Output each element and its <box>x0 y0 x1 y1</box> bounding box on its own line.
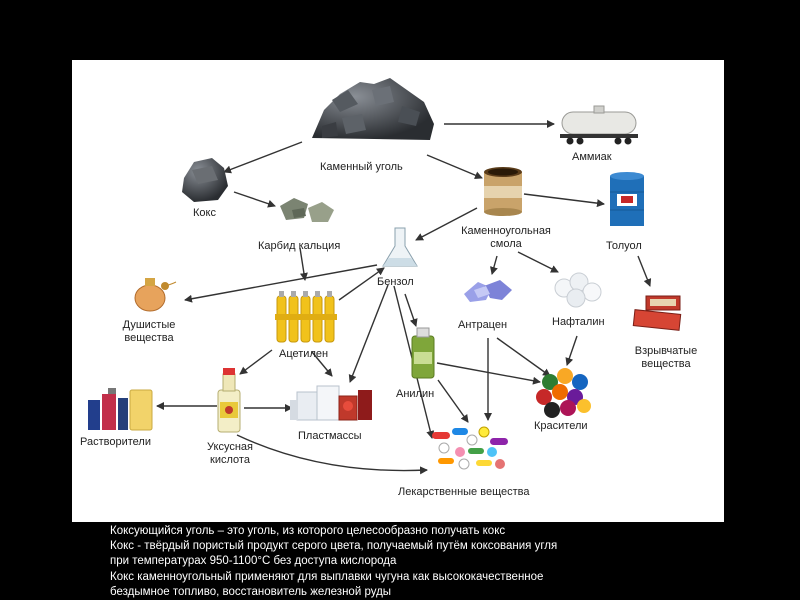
label-naphthalene: Нафталин <box>552 316 605 328</box>
arrow-acetylene-benzene <box>338 267 385 301</box>
arrow-coal-tar <box>426 154 483 179</box>
explosives-image <box>632 295 682 331</box>
diagram-canvas <box>88 78 682 475</box>
arrows <box>156 120 652 475</box>
arrow-benzene-perfume <box>184 264 378 303</box>
caption-line: Коксующийся уголь – это уголь, из которо… <box>110 525 506 537</box>
label-dyes: Красители <box>534 420 588 432</box>
label-plastics: Пластмассы <box>298 430 362 442</box>
arrow-anthracene-dyes <box>496 337 551 377</box>
label-acetylene: Ацетилен <box>279 348 329 360</box>
arrow-tar-benzene <box>415 207 478 241</box>
acetylene-cylinders-image <box>275 291 337 343</box>
label-acetic-acid: Уксусная кислота <box>207 441 253 466</box>
flask-image <box>382 227 418 267</box>
arrow-tar-toluene <box>523 193 605 208</box>
naphthalene-image <box>554 272 602 308</box>
aniline-bottle-image <box>411 327 435 379</box>
arrow-carbide-acetylene <box>299 247 308 281</box>
caption-line: Кокс каменноугольный применяют для выпла… <box>110 570 544 583</box>
dyes-image <box>536 368 591 418</box>
label-benzene: Бензол <box>377 276 414 288</box>
arrow-benzene-plastics <box>348 284 389 383</box>
coke-image <box>182 158 228 202</box>
arrow-naphthalene-dyes <box>565 335 578 366</box>
label-toluene: Толуол <box>606 240 642 252</box>
caption-line: Кокс - твёрдый пористый продукт серого ц… <box>110 540 558 553</box>
arrow-aniline-dyes <box>436 362 541 385</box>
caption-text: Коксующийся уголь – это уголь, из которо… <box>110 524 730 600</box>
arrow-tar-anthracene <box>490 255 498 275</box>
arrow-coal-coke <box>223 141 303 174</box>
solvents-image <box>88 388 153 431</box>
diagram-panel: Каменный уголь Аммиак Кокс Каменноугольн… <box>72 60 724 522</box>
label-aniline: Анилин <box>396 388 435 400</box>
label-ammonia: Аммиак <box>572 151 612 163</box>
label-coal: Каменный уголь <box>320 161 403 173</box>
tar-barrel-image <box>484 167 522 216</box>
toluene-drum-image <box>610 172 644 226</box>
plastics-image <box>290 385 372 421</box>
label-coke: Кокс <box>193 207 216 219</box>
arrow-benzene-aniline <box>404 293 418 327</box>
ammonia-tank-image <box>560 105 638 145</box>
label-perfume: Душистые вещества <box>122 319 176 344</box>
label-tar: Каменноугольная смола <box>461 225 551 250</box>
label-solvents: Растворители <box>80 436 151 448</box>
arrow-tar-naphthalene <box>517 251 559 273</box>
caption-line: при температурах 950-1100°С без доступа … <box>110 555 397 568</box>
caption-line: бездымное топливо, восстановитель железн… <box>110 585 392 598</box>
arrow-toluene-explosives <box>637 255 652 287</box>
label-medicines: Лекарственные вещества <box>398 486 530 498</box>
medicines-image <box>432 426 508 470</box>
arrow-acetylene-plastics <box>311 351 333 377</box>
arrow-acetic-medicines <box>236 434 428 475</box>
label-carbide: Карбид кальция <box>258 240 341 252</box>
arrow-coke-carbide <box>233 191 276 208</box>
carbide-image <box>280 198 334 222</box>
arrow-aniline-medicines <box>437 379 469 423</box>
coal-image <box>312 78 434 140</box>
perfume-bottle-image <box>134 278 177 312</box>
anthracene-image <box>464 280 512 302</box>
acetic-bottle-image <box>217 368 241 433</box>
label-explosives: Взрывчатые вещества <box>634 345 698 370</box>
label-anthracene: Антрацен <box>458 319 508 331</box>
arrow-acetylene-acetic <box>239 349 273 375</box>
